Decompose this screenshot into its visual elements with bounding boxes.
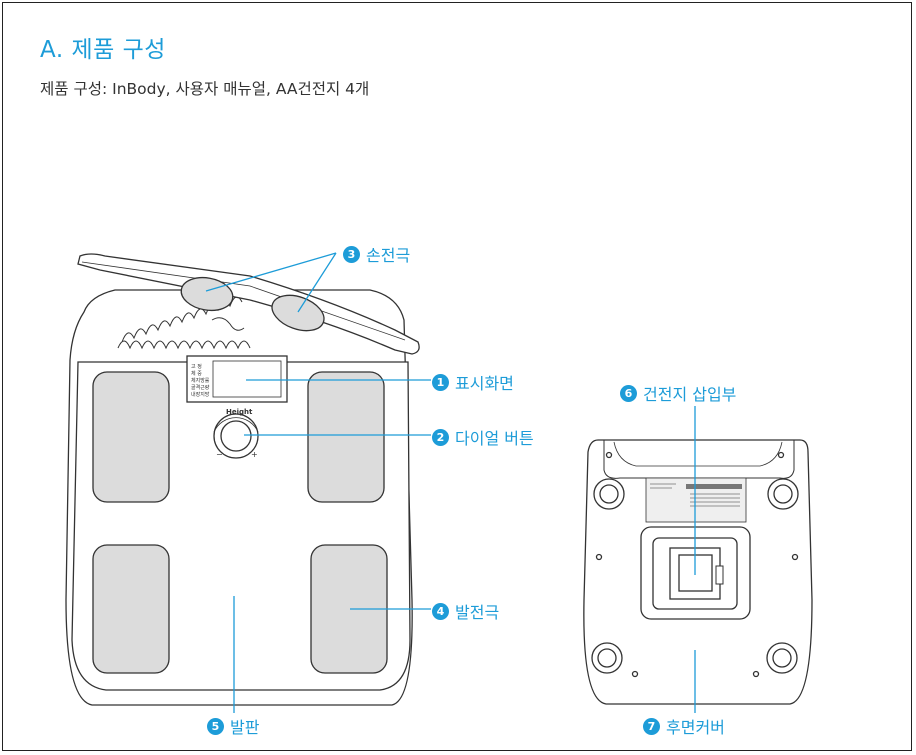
callout-number-badge: 5 [207, 717, 224, 735]
callout-number-badge: 4 [432, 602, 449, 620]
dial-button-inner [220, 420, 252, 452]
callout-number-badge: 7 [643, 717, 660, 735]
leader-hand-electrode [205, 252, 337, 313]
panel-label-body-fat: 체지방률 [191, 377, 210, 384]
foot-electrode-front-left [92, 371, 170, 503]
callout-rear-cover: 7 후면커버 [643, 714, 725, 738]
foot-electrode-rear-left [92, 544, 170, 674]
callout-label: 후면커버 [666, 718, 725, 737]
panel-label-weight: 체 중 [191, 370, 202, 377]
callout-number-badge: 1 [432, 373, 449, 391]
rear-view [583, 439, 813, 705]
callout-dial-button: 2 다이얼 버튼 [432, 425, 534, 449]
callout-number-badge: 2 [432, 428, 449, 446]
callout-hand-electrode: 3 손전극 [343, 242, 410, 266]
hand-grip [77, 253, 420, 355]
panel-label-visceral: 내장지방 [191, 391, 210, 398]
dial-labels: Height − + [216, 408, 258, 459]
hand-electrode-left [180, 276, 234, 312]
callout-label: 발판 [230, 718, 260, 737]
panel-label-muscle: 골격근량 [191, 384, 210, 391]
leader-lines [205, 252, 696, 713]
callout-foot-electrode: 4 발전극 [432, 599, 499, 623]
callout-number-badge: 6 [620, 384, 637, 402]
callout-label: 발전극 [455, 603, 500, 622]
hand-electrode-right [271, 294, 325, 332]
callout-display-screen: 1 표시화면 [432, 370, 514, 394]
callout-number-badge: 3 [343, 245, 360, 263]
callout-label: 다이얼 버튼 [455, 429, 534, 448]
page-title: A. 제품 구성 [40, 37, 166, 63]
display-panel-labels: 고 정 체 중 체지방률 골격근량 내장지방 [191, 363, 210, 398]
dial-label-minus: − [216, 450, 223, 459]
callout-foot-platform: 5 발판 [207, 714, 259, 738]
front-view [65, 253, 420, 706]
dial-label-height: Height [226, 408, 253, 416]
panel-label-fixed: 고 정 [191, 363, 202, 370]
callout-battery-compartment: 6 건전지 삽입부 [620, 381, 736, 405]
dial-label-plus: + [251, 450, 258, 459]
callout-label: 건전지 삽입부 [643, 385, 737, 404]
callout-label: 손전극 [366, 246, 411, 265]
callout-label: 표시화면 [455, 374, 514, 393]
product-components-text: 제품 구성: InBody, 사용자 매뉴얼, AA건전지 4개 [40, 80, 370, 98]
foot-electrode-front-right [307, 371, 385, 503]
